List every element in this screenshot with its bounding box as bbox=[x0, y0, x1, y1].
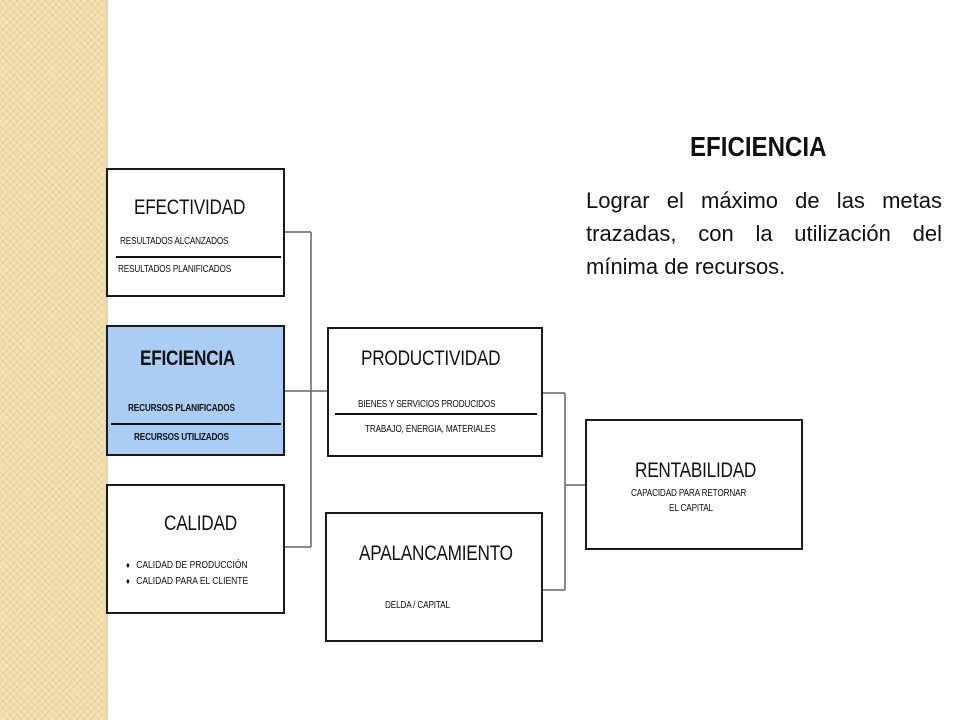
productividad-title: PRODUCTIVIDAD bbox=[361, 347, 501, 370]
productividad-numerator: BIENES Y SERVICIOS PRODUCIDOS bbox=[358, 399, 496, 410]
eficiencia-numerator: RECURSOS PLANIFICADOS bbox=[128, 403, 235, 414]
definition-text: Lograr el máximo de las metas trazadas, … bbox=[586, 188, 942, 279]
bullet-icon: ♦ bbox=[126, 576, 130, 586]
efectividad-fraction-line bbox=[116, 256, 281, 258]
eficiencia-title: EFICIENCIA bbox=[140, 347, 236, 370]
calidad-items: ♦CALIDAD DE PRODUCCIÓN ♦CALIDAD PARA EL … bbox=[126, 560, 270, 592]
productividad-denominator: TRABAJO, ENERGIA, MATERIALES bbox=[365, 424, 496, 435]
calidad-title: CALIDAD bbox=[164, 512, 237, 535]
productividad-fraction-line bbox=[335, 413, 537, 415]
efectividad-box: EFECTIVIDAD RESULTADOS ALCANZADOS RESULT… bbox=[106, 168, 285, 297]
efectividad-denominator: RESULTADOS PLANIFICADOS bbox=[118, 264, 232, 275]
decorative-side-strip bbox=[0, 0, 105, 720]
calidad-item: ♦CALIDAD PARA EL CLIENTE bbox=[126, 576, 249, 587]
rentabilidad-line1: CAPACIDAD PARA RETORNAR bbox=[631, 488, 747, 499]
efectividad-title: EFECTIVIDAD bbox=[134, 196, 246, 219]
eficiencia-box: EFICIENCIA RECURSOS PLANIFICADOS RECURSO… bbox=[106, 325, 285, 456]
calidad-box: CALIDAD ♦CALIDAD DE PRODUCCIÓN ♦CALIDAD … bbox=[106, 484, 285, 614]
apalancamiento-title: APALANCAMIENTO bbox=[359, 542, 513, 565]
definition-title: EFICIENCIA bbox=[690, 131, 827, 162]
rentabilidad-title: RENTABILIDAD bbox=[635, 459, 757, 482]
rentabilidad-line2: EL CAPITAL bbox=[669, 503, 713, 514]
efectividad-numerator: RESULTADOS ALCANZADOS bbox=[120, 236, 229, 247]
bullet-icon: ♦ bbox=[126, 560, 130, 570]
productividad-box: PRODUCTIVIDAD BIENES Y SERVICIOS PRODUCI… bbox=[327, 327, 543, 457]
rentabilidad-box: RENTABILIDAD CAPACIDAD PARA RETORNAR EL … bbox=[585, 419, 803, 550]
apalancamiento-formula: DELDA / CAPITAL bbox=[385, 600, 450, 611]
eficiencia-fraction-line bbox=[111, 423, 281, 425]
calidad-item: ♦CALIDAD DE PRODUCCIÓN bbox=[126, 560, 248, 571]
apalancamiento-box: APALANCAMIENTO DELDA / CAPITAL bbox=[325, 512, 543, 642]
eficiencia-denominator: RECURSOS UTILIZADOS bbox=[134, 432, 229, 443]
